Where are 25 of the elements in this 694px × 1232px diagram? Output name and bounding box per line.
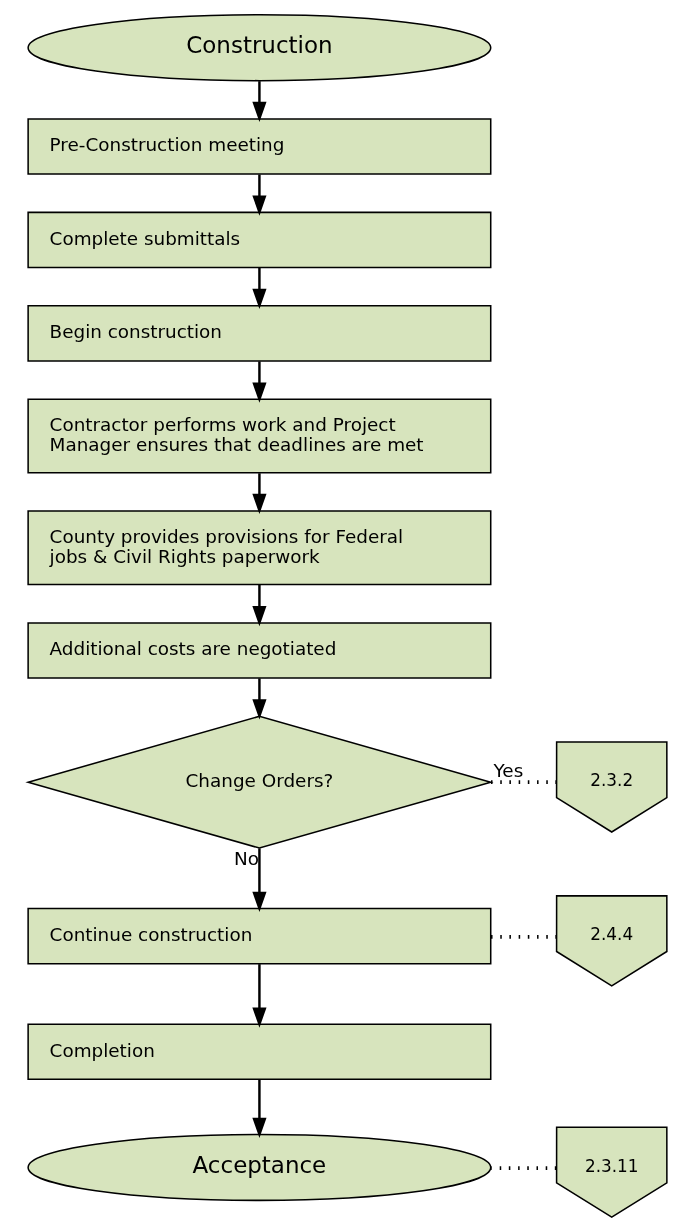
- arrow: [251, 174, 266, 216]
- arrow: [251, 678, 266, 720]
- node-box: Completion: [26, 1023, 491, 1081]
- node-box: County provides provisions for Federal jobs & Civil Rights paperwork: [26, 510, 491, 586]
- arrow: [251, 361, 266, 403]
- arrow: [251, 473, 266, 515]
- arrow: [251, 1079, 266, 1139]
- connector: [490, 1166, 556, 1171]
- node-diamond: Change Orders?: [24, 715, 493, 849]
- node-box: Pre-Construction meeting: [26, 118, 491, 175]
- node-box: Begin construction: [26, 305, 491, 362]
- edge-label: No: [233, 848, 259, 870]
- node-ellipse: Acceptance: [26, 1133, 491, 1202]
- node-ellipse: Construction: [26, 14, 491, 82]
- arrow: [251, 848, 266, 912]
- node-box: Contractor performs work and Project Manager ensures that deadlines are met: [26, 398, 491, 474]
- arrow: [251, 584, 266, 627]
- edge-label: Yes: [493, 759, 523, 781]
- arrow: [251, 81, 266, 123]
- arrow: [251, 268, 266, 310]
- node-box: Additional costs are negotiated: [26, 622, 491, 679]
- arrow: [251, 964, 266, 1028]
- node-box: Complete submittals: [26, 211, 491, 269]
- node-box: Continue construction: [26, 907, 491, 965]
- connector: [490, 780, 556, 785]
